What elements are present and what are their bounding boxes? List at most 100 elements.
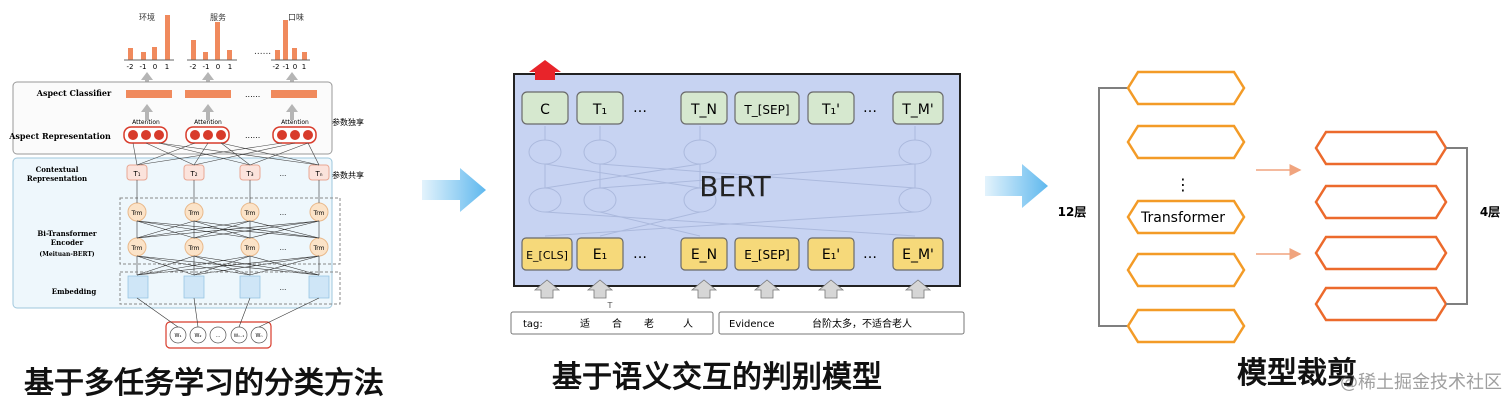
embedding-blocks [127, 275, 330, 299]
tag-label: tag: [523, 319, 543, 330]
svg-text:Trm: Trm [188, 210, 200, 217]
bert-internal-net [528, 126, 932, 237]
left-hexagons [1126, 70, 1246, 344]
svg-text:合: 合 [612, 317, 622, 330]
token-tmprime: T_M' [901, 102, 933, 118]
svg-text:-2: -2 [273, 63, 280, 71]
svg-text:-1: -1 [203, 63, 210, 71]
param-shared-label: 参数共享 [332, 170, 364, 180]
mini-chart-taste: 口味 -2 -1 0 1 [271, 12, 310, 71]
token-emprime: E_M' [902, 247, 934, 263]
token-esep: E_[SEP] [744, 248, 789, 262]
caption-pruning: 模型裁剪 [1237, 356, 1357, 391]
svg-text:Trm: Trm [188, 245, 200, 252]
token-c: C [540, 102, 550, 118]
svg-text:Tₙ: Tₙ [314, 170, 322, 178]
transformer-label: Transformer [1140, 210, 1225, 226]
bi-transformer-box [119, 197, 341, 265]
right-bracket [1446, 147, 1468, 305]
gray-arrows-top [141, 72, 298, 88]
svg-text:-1: -1 [140, 63, 147, 71]
aspect-representation-label: Aspect Representation [8, 131, 111, 141]
svg-text:W₁: W₁ [175, 333, 182, 339]
right-hexagons [1314, 130, 1448, 322]
contextual-label-1: Contextual [36, 165, 79, 174]
svg-text:0: 0 [153, 63, 157, 71]
caption-multitask: 基于多任务学习的分类方法 [24, 366, 384, 401]
svg-text:-1: -1 [283, 63, 290, 71]
svg-text:......: ...... [245, 131, 260, 140]
flow-arrow-2 [985, 164, 1048, 208]
bert-input-tokens: E_[CLS] E₁ … E_N E_[SEP] E₁' … E_M' [521, 237, 944, 271]
svg-text:...: ... [280, 170, 287, 178]
classifier-bar [185, 90, 231, 98]
token-ecls: E_[CLS] [526, 249, 568, 262]
attention-groups: Attention Attention Attention ...... [123, 119, 317, 144]
svg-text:0: 0 [216, 63, 220, 71]
svg-text:......: ...... [245, 90, 260, 99]
svg-text:Trm: Trm [131, 245, 143, 252]
svg-text:适: 适 [580, 318, 590, 330]
svg-text:1: 1 [165, 63, 169, 71]
aspect-classifier-label: Aspect Classifier [36, 88, 112, 98]
svg-text:Trm: Trm [244, 245, 256, 252]
classifier-bar [271, 90, 317, 98]
svg-text:Attention: Attention [281, 119, 309, 126]
svg-text:人: 人 [683, 318, 693, 330]
token-e1prime: E₁' [822, 247, 840, 263]
svg-text:…: … [633, 100, 647, 116]
private-params-box [12, 81, 333, 155]
token-t1: T₁ [592, 102, 607, 118]
evidence-box [718, 311, 965, 335]
embedding-label: Embedding [52, 287, 97, 296]
vertical-dots: ⋮ [1175, 175, 1191, 194]
svg-text:…: … [863, 100, 877, 116]
right-layer-count: 4层 [1480, 205, 1500, 219]
token-tn: T_N [690, 102, 717, 118]
top-label-service: 服务 [210, 12, 226, 22]
token-tsep: T_[SEP] [743, 103, 789, 117]
tag-box [510, 311, 714, 335]
shared-params-box [12, 157, 333, 309]
embedding-box [119, 271, 341, 305]
svg-text:Attention: Attention [194, 119, 222, 126]
flow-arrow-1 [422, 168, 486, 212]
evidence-text: 台阶太多，不适合老人 [812, 317, 912, 330]
red-output-arrow [529, 60, 561, 80]
svg-text:-2: -2 [127, 63, 134, 71]
panel-bert: BERT C T₁ … T_N T_[SEP] T₁' … T_M' E_[CL… [510, 60, 965, 335]
token-t1prime: T₁' [821, 102, 840, 118]
top-label-taste: 口味 [288, 12, 304, 22]
attention-lines [132, 142, 320, 166]
watermark: @稀土掘金技术社区 [1340, 372, 1502, 393]
caption-bert: 基于语义交互的判别模型 [552, 360, 882, 395]
chart-ellipsis: ...... [254, 47, 271, 57]
svg-text:...: ... [216, 333, 221, 339]
bert-output-tokens: C T₁ … T_N T_[SEP] T₁' … T_M' [521, 91, 944, 125]
svg-text:T₁: T₁ [132, 170, 140, 178]
param-private-label: 参数独享 [332, 117, 364, 127]
svg-text:...: ... [280, 209, 287, 217]
svg-text:T: T [607, 301, 613, 310]
svg-text:T₃: T₃ [245, 170, 253, 178]
svg-text:0: 0 [293, 63, 297, 71]
panel-multitask: 环境 -2 -1 0 1 服务 -2 -1 0 1 ...... 口味 [8, 12, 364, 349]
svg-text:…: … [633, 246, 647, 262]
mini-chart-environment: 环境 -2 -1 0 1 [124, 12, 174, 71]
svg-text:...: ... [280, 284, 287, 292]
left-bracket [1098, 87, 1128, 327]
svg-text:1: 1 [302, 63, 306, 71]
input-lines [136, 297, 320, 328]
input-arrows [533, 279, 932, 299]
svg-text:Trm: Trm [313, 245, 325, 252]
svg-text:-2: -2 [190, 63, 197, 71]
top-label-env: 环境 [139, 12, 155, 22]
svg-text:Bi-Transformer: Bi-Transformer [37, 229, 97, 238]
svg-text:Trm: Trm [313, 210, 325, 217]
svg-text:Wₙ: Wₙ [256, 333, 263, 339]
svg-text:Trm: Trm [131, 210, 143, 217]
svg-text:...: ... [280, 244, 287, 252]
svg-text:1: 1 [228, 63, 232, 71]
classifier-bar [126, 90, 172, 98]
